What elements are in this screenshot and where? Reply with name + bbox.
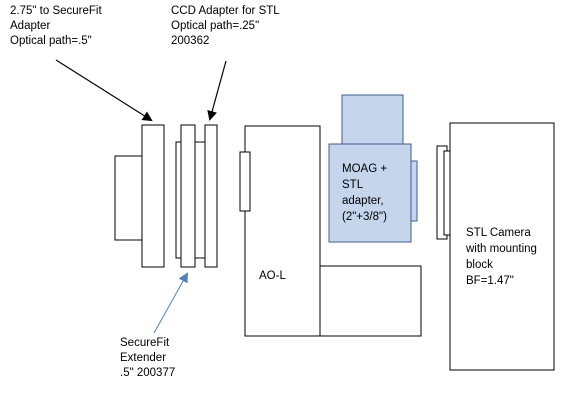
ccd-adapter-label-line: 200362 [171,35,209,47]
securefit-adapter-label-line: Optical path=.5" [10,35,92,47]
aol-lower-block [319,265,422,337]
securefit-adapter-label-line: Adapter [10,20,50,32]
stl-camera-label-line: BF=1.47" [466,275,514,287]
aol-label: AO-L [259,270,286,282]
ccd-adapter-label: CCD Adapter for STL Optical path=.25" 20… [171,5,282,47]
ccd-adapter-plate [204,124,218,268]
aol-body [244,125,321,337]
moag-rear-flange [410,160,418,222]
securefit-adapter-pointer [55,59,153,122]
extender-pointer [153,272,188,334]
moag-label: MOAG + STL adapter, (2"+3/8") [342,163,390,223]
aol-label-line: AO-L [259,270,286,282]
stl-camera-label: STL Camera with mounting block BF=1.47" [465,227,540,287]
securefit-adapter-label-line: 2.75" to SecureFit [10,5,102,17]
moag-label-line: adapter, [342,195,384,207]
moag-label-line: MOAG + [342,163,387,175]
telescope-flange [114,155,143,241]
stl-camera-body [449,122,555,371]
securefit-adapter-plate [141,124,165,268]
moag-top-block [341,94,404,145]
extender-front-lip [194,141,206,259]
ccd-adapter-label-line: CCD Adapter for STL [171,5,280,17]
stl-camera-label-line: with mounting [465,243,537,255]
ccd-adapter-label-line: Optical path=.25" [171,20,259,32]
ccd-adapter-pointer [207,60,227,121]
moag-label-line: (2"+3/8") [342,211,387,223]
stl-camera-label-line: STL Camera [466,227,531,239]
securefit-adapter-label: 2.75" to SecureFit Adapter Optical path=… [10,5,105,47]
moag-label-line: STL [342,179,364,191]
aol-front-flange [239,151,251,212]
moag-adapter-body [328,143,412,243]
securefit-extender-label-line: .5" 200377 [120,367,175,379]
stl-camera-label-line: block [466,259,493,271]
securefit-extender-label-line: SecureFit [120,337,170,349]
securefit-extender-label: SecureFit Extender .5" 200377 [120,337,175,379]
securefit-extender-body [180,124,196,268]
securefit-extender-label-line: Extender [120,352,166,364]
